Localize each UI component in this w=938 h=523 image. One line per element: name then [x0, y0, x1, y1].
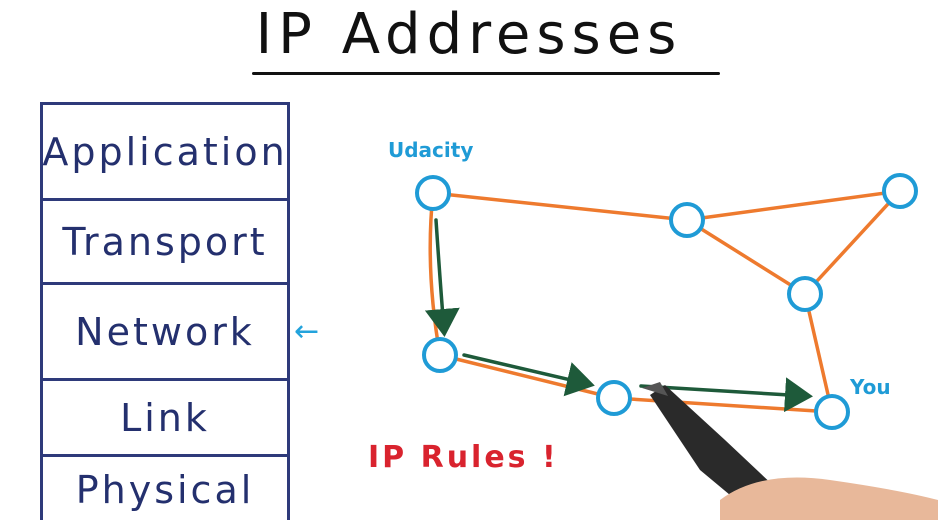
network-node	[596, 380, 632, 416]
layer-application: Application	[42, 105, 288, 201]
node-label-you: You	[850, 375, 891, 399]
layer-label: Transport	[62, 219, 268, 264]
network-node	[669, 202, 705, 238]
nodes	[415, 173, 918, 430]
route-arrow	[424, 218, 460, 337]
layer-transport: Transport	[43, 201, 287, 285]
pen-icon	[642, 382, 938, 520]
node-udacity	[415, 175, 451, 211]
link-edge	[685, 218, 807, 296]
ip-rules-note: IP Rules !	[368, 440, 559, 475]
route-arrow	[462, 353, 595, 397]
route-arrow	[639, 377, 813, 413]
layer-label: Link	[120, 395, 210, 440]
link-edge	[612, 396, 834, 414]
layer-network: Network	[43, 285, 287, 381]
link-edge	[803, 189, 902, 296]
network-node	[787, 276, 823, 312]
title-underline	[252, 72, 720, 75]
links	[428, 189, 902, 414]
link-edge	[803, 292, 834, 414]
link-edge	[685, 189, 902, 222]
link-edge	[438, 353, 616, 400]
layer-label: Physical	[75, 468, 255, 512]
left-arrow-icon: ←	[294, 314, 320, 349]
layer-label: Network	[75, 309, 255, 354]
node-you	[814, 394, 850, 430]
protocol-stack: Application Transport Network Link Physi…	[40, 102, 290, 520]
layer-physical: Physical	[43, 457, 287, 523]
link-edge	[431, 191, 689, 222]
network-node	[882, 173, 918, 209]
node-label-udacity: Udacity	[388, 138, 474, 162]
page-title: IP Addresses	[255, 2, 683, 67]
network-node	[422, 337, 458, 373]
layer-label: Application	[42, 129, 288, 174]
layer-link: Link	[43, 381, 287, 457]
route-arrows	[424, 218, 813, 413]
